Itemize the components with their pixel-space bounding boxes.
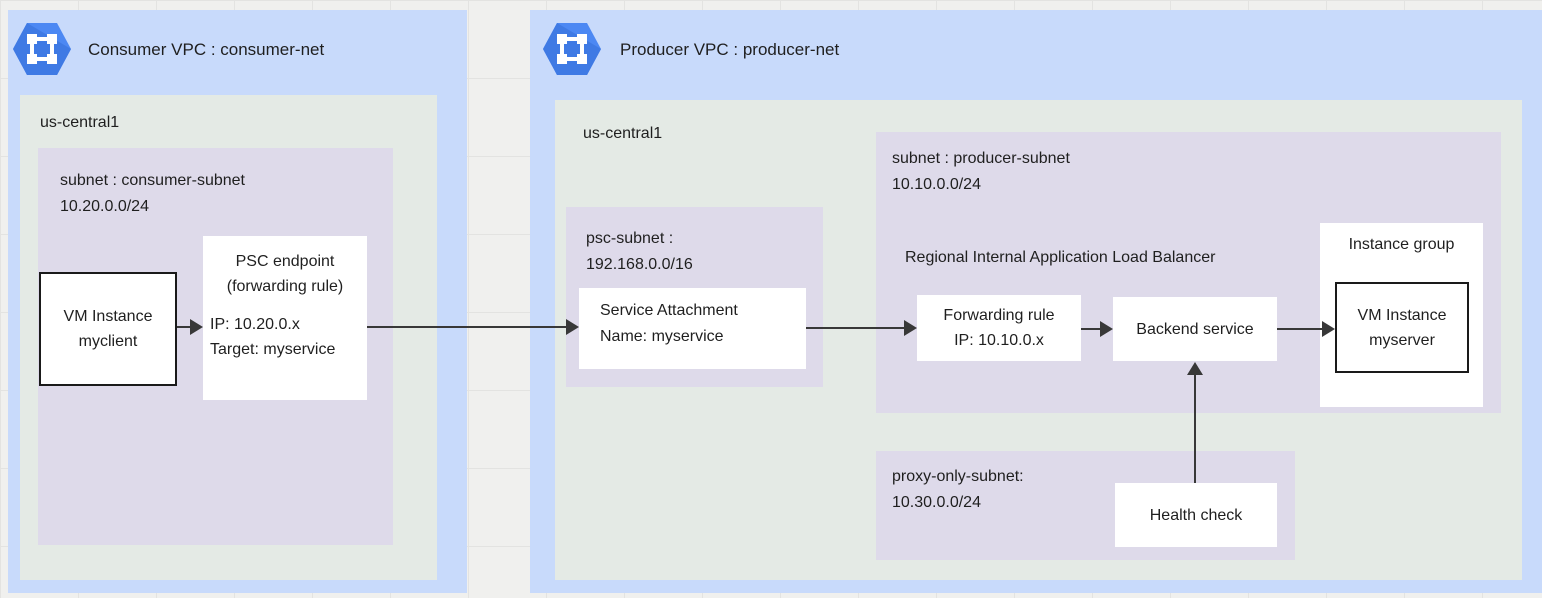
vm-myserver-line1: VM Instance xyxy=(1357,306,1447,324)
arrow-health-check-to-backend-service xyxy=(1187,362,1203,483)
arrow-service-attachment-to-forwarding-rule xyxy=(806,320,917,336)
producer-subnet-name: subnet : producer-subnet xyxy=(892,150,1070,167)
forwarding-rule-line1: Forwarding rule xyxy=(943,307,1055,324)
arrow-backend-service-to-vm-myserver xyxy=(1277,321,1335,337)
producer-subnet-cidr: 10.10.0.0/24 xyxy=(892,176,981,193)
service-attachment-line2: Name: myservice xyxy=(600,328,724,345)
instance-group-label: Instance group xyxy=(1348,236,1455,253)
consumer-subnet-name: subnet : consumer-subnet xyxy=(60,172,245,189)
psc-endpoint-target: Target: myservice xyxy=(210,341,336,358)
backend-service-label: Backend service xyxy=(1136,320,1254,338)
vpc-network-icon xyxy=(542,22,602,76)
arrow-forwarding-rule-to-backend-service xyxy=(1081,321,1113,337)
proxy-subnet-cidr: 10.30.0.0/24 xyxy=(892,494,981,511)
proxy-only-subnet-label: proxy-only-subnet: 10.30.0.0/24 xyxy=(892,464,1024,516)
vm-myclient-line2: myclient xyxy=(78,333,138,350)
forwarding-rule-line2: IP: 10.10.0.x xyxy=(954,332,1044,349)
health-check-label: Health check xyxy=(1149,506,1243,524)
psc-endpoint-ip: IP: 10.20.0.x xyxy=(210,316,300,333)
vm-myserver-line2: myserver xyxy=(1369,331,1435,349)
service-attachment-line1: Service Attachment xyxy=(600,302,738,319)
service-attachment-box: Service Attachment Name: myservice xyxy=(579,288,806,369)
arrow-psc-endpoint-to-service-attachment xyxy=(367,319,579,335)
psc-subnet-name: psc-subnet : xyxy=(586,230,674,247)
psc-subnet-label: psc-subnet : 192.168.0.0/16 xyxy=(586,226,693,278)
consumer-subnet-cidr: 10.20.0.0/24 xyxy=(60,198,149,215)
vm-instance-myclient-box: VM Instance myclient xyxy=(39,272,177,386)
producer-region-label: us-central1 xyxy=(583,125,663,142)
consumer-region-label: us-central1 xyxy=(40,114,120,131)
vm-instance-myserver-box: VM Instance myserver xyxy=(1335,282,1469,373)
vpc-network-icon xyxy=(12,22,72,76)
proxy-subnet-name: proxy-only-subnet: xyxy=(892,468,1024,485)
health-check-box: Health check xyxy=(1115,483,1277,547)
producer-vpc-title: Producer VPC : producer-net xyxy=(620,40,840,59)
producer-subnet-label: subnet : producer-subnet 10.10.0.0/24 xyxy=(892,146,1070,198)
arrow-vm-to-psc-endpoint xyxy=(177,319,203,335)
forwarding-rule-box: Forwarding rule IP: 10.10.0.x xyxy=(917,295,1081,361)
load-balancer-label: Regional Internal Application Load Balan… xyxy=(905,249,1216,266)
psc-subnet-cidr: 192.168.0.0/16 xyxy=(586,256,693,273)
consumer-vpc-title: Consumer VPC : consumer-net xyxy=(88,40,325,59)
backend-service-box: Backend service xyxy=(1113,297,1277,361)
consumer-subnet-label: subnet : consumer-subnet 10.20.0.0/24 xyxy=(60,168,245,220)
psc-endpoint-title: PSC endpoint (forwarding rule) xyxy=(226,253,344,295)
vm-myclient-line1: VM Instance xyxy=(63,308,153,325)
psc-endpoint-box: PSC endpoint (forwarding rule) IP: 10.20… xyxy=(203,236,367,400)
